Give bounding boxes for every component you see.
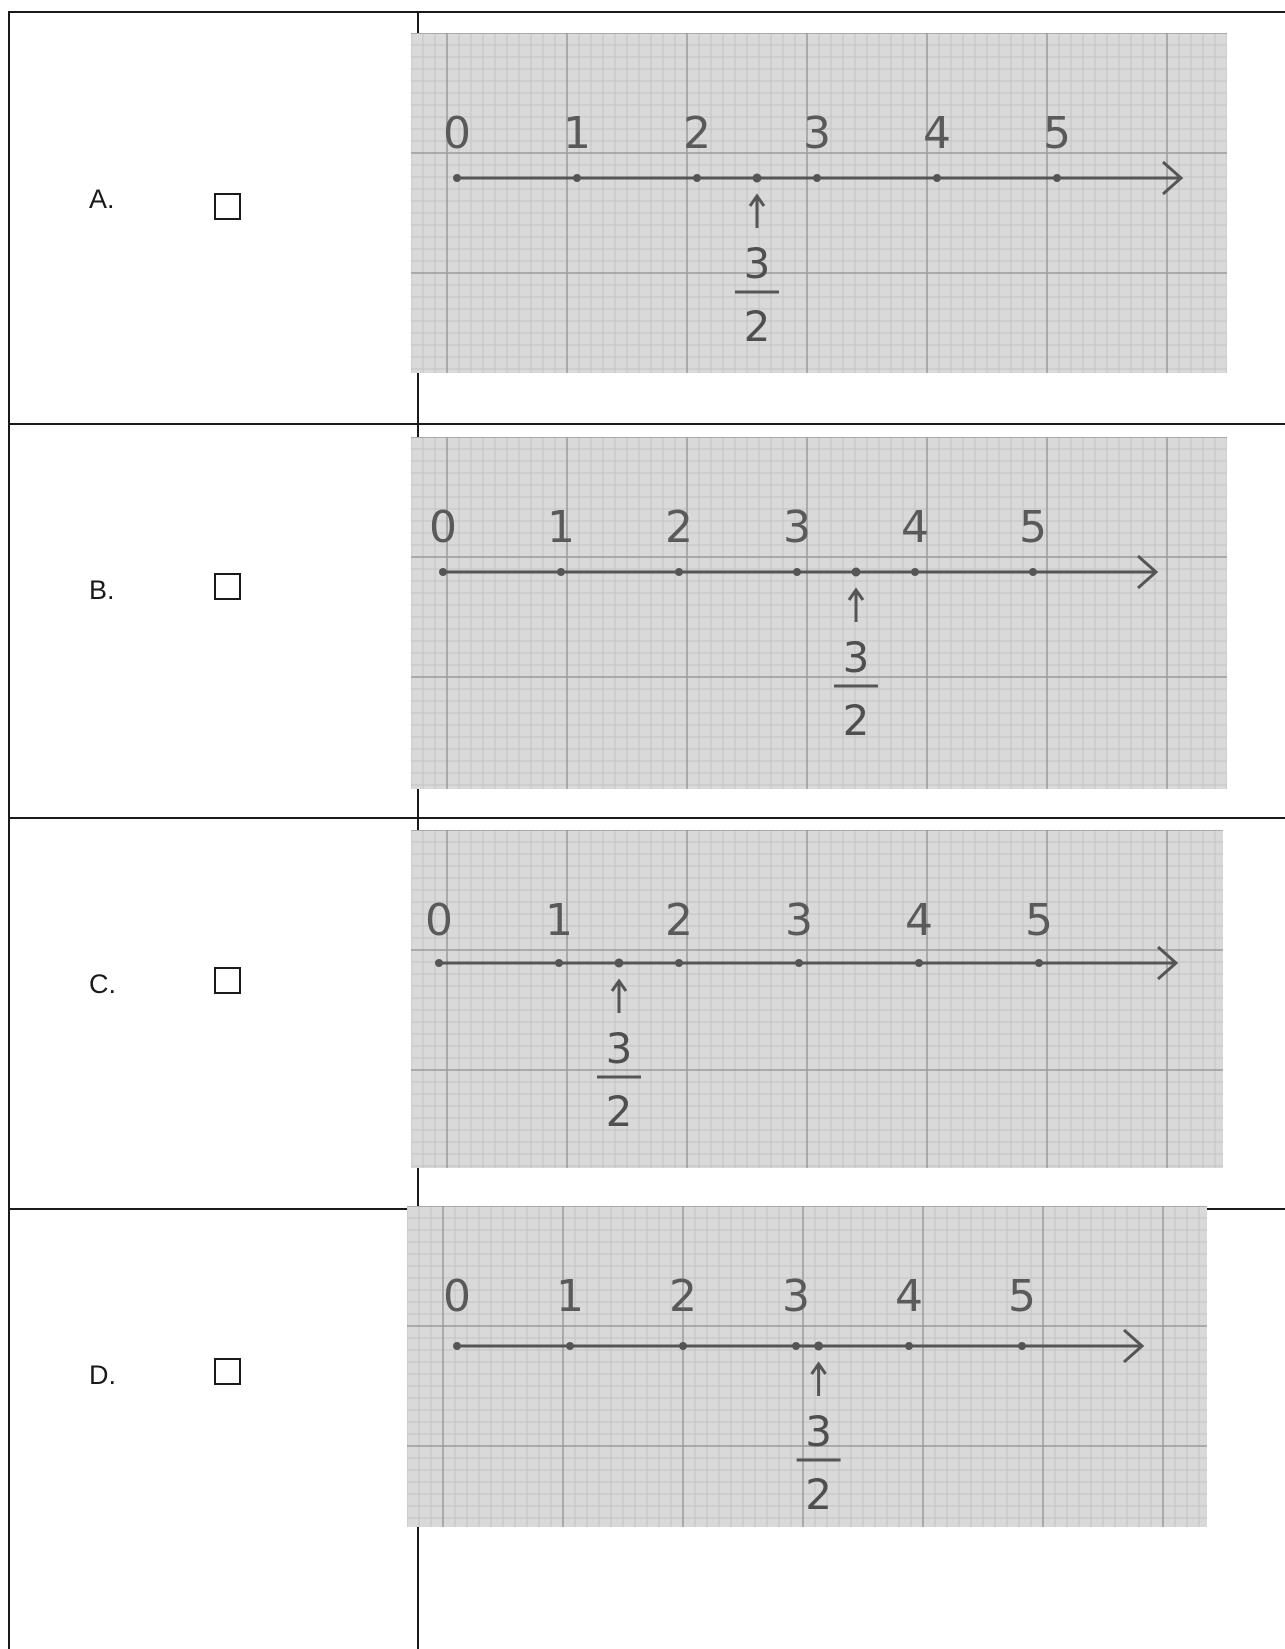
option-b-checkbox[interactable] xyxy=(214,573,241,600)
tick-label: 2 xyxy=(665,895,693,946)
number-line-photo: 0 1 2 3 4 5 3 2 xyxy=(411,830,1223,1168)
tick-label: 2 xyxy=(665,502,693,553)
tick-mark xyxy=(675,568,683,576)
tick-label: 1 xyxy=(545,895,573,946)
tick-mark xyxy=(566,1342,574,1350)
tick-label: 2 xyxy=(669,1271,697,1322)
option-letter: B. xyxy=(89,575,115,605)
tick-mark xyxy=(1035,959,1043,967)
option-label-cell: B. xyxy=(8,425,419,819)
marked-point xyxy=(814,1341,824,1351)
option-a-checkbox[interactable] xyxy=(214,193,241,220)
tick-mark xyxy=(453,174,461,182)
option-c-checkbox[interactable] xyxy=(214,967,241,994)
tick-label: 4 xyxy=(895,1271,923,1322)
tick-mark xyxy=(555,959,563,967)
tick-mark xyxy=(679,1342,687,1350)
tick-mark xyxy=(693,174,701,182)
tick-mark xyxy=(675,959,683,967)
tick-mark xyxy=(557,568,565,576)
tick-label: 4 xyxy=(905,895,933,946)
marked-point xyxy=(851,567,861,577)
number-line-svg: 0 1 2 3 4 5 3 2 xyxy=(407,1206,1207,1527)
tick-label: 5 xyxy=(1043,108,1071,159)
tick-label: 2 xyxy=(683,108,711,159)
tick-mark xyxy=(792,1342,800,1350)
tick-label: 0 xyxy=(429,502,457,553)
number-line-photo: 0 1 2 3 4 5 3 2 xyxy=(407,1206,1207,1527)
number-line-photo: 0 1 2 3 4 5 3 2 xyxy=(411,437,1227,789)
option-letter: D. xyxy=(89,1360,116,1390)
pointer-arrow-icon xyxy=(810,1361,827,1396)
tick-mark xyxy=(793,568,801,576)
axis-arrowhead xyxy=(1162,160,1184,196)
tick-label: 0 xyxy=(443,1271,471,1322)
tick-mark xyxy=(435,959,443,967)
tick-label: 1 xyxy=(556,1271,584,1322)
option-row-b: B. 0 1 2 3 4 5 3 2 xyxy=(8,423,1285,819)
tick-label: 1 xyxy=(547,502,575,553)
fraction-denominator: 2 xyxy=(843,696,870,745)
tick-mark xyxy=(905,1342,913,1350)
fraction-numerator: 3 xyxy=(744,239,771,288)
axis-arrowhead xyxy=(1137,554,1159,590)
option-letter: A. xyxy=(89,184,115,214)
tick-mark xyxy=(1029,568,1037,576)
pointer-arrow-icon xyxy=(610,978,628,1013)
tick-label: 3 xyxy=(803,108,831,159)
tick-label: 4 xyxy=(901,502,929,553)
axis-arrowhead xyxy=(1123,1328,1145,1364)
fraction-numerator: 3 xyxy=(606,1024,633,1073)
tick-mark xyxy=(1018,1342,1026,1350)
tick-label: 3 xyxy=(782,1271,810,1322)
fraction-denominator: 2 xyxy=(606,1087,633,1136)
tick-mark xyxy=(933,174,941,182)
number-line-svg: 0 1 2 3 4 5 3 2 xyxy=(411,437,1227,789)
number-line-svg: 0 1 2 3 4 5 3 2 xyxy=(411,33,1227,373)
option-label-cell: C. xyxy=(8,819,419,1210)
tick-label: 4 xyxy=(923,108,951,159)
fraction-denominator: 2 xyxy=(805,1470,832,1519)
fraction-numerator: 3 xyxy=(805,1407,832,1456)
fraction-denominator: 2 xyxy=(744,302,771,351)
option-label-cell: A. xyxy=(8,13,419,425)
tick-mark xyxy=(915,959,923,967)
fraction-numerator: 3 xyxy=(843,633,870,682)
axis-arrowhead xyxy=(1157,945,1179,981)
option-row-a: A. 0 1 2 3 4 5 3 2 xyxy=(8,11,1285,425)
marked-point xyxy=(752,173,762,183)
tick-label: 0 xyxy=(425,895,453,946)
number-line-photo: 0 1 2 3 4 5 3 2 xyxy=(411,33,1227,373)
tick-mark xyxy=(573,174,581,182)
tick-label: 5 xyxy=(1008,1271,1036,1322)
marked-point xyxy=(614,958,624,968)
pointer-arrow-icon xyxy=(847,587,865,622)
tick-label: 1 xyxy=(563,108,591,159)
tick-mark xyxy=(439,568,447,576)
option-row-d: D. 0 1 2 3 4 5 3 2 xyxy=(8,1206,1285,1649)
number-line-svg: 0 1 2 3 4 5 3 2 xyxy=(411,830,1223,1168)
option-letter: C. xyxy=(89,969,116,999)
tick-label: 5 xyxy=(1025,895,1053,946)
tick-mark xyxy=(911,568,919,576)
option-d-checkbox[interactable] xyxy=(214,1358,241,1385)
tick-label: 5 xyxy=(1019,502,1047,553)
tick-label: 0 xyxy=(443,108,471,159)
tick-mark xyxy=(1053,174,1061,182)
tick-mark xyxy=(813,174,821,182)
option-row-c: C. 0 1 2 3 4 5 3 2 xyxy=(8,817,1285,1210)
option-label-cell: D. xyxy=(8,1210,419,1649)
tick-mark xyxy=(453,1342,461,1350)
pointer-arrow-icon xyxy=(748,193,766,228)
tick-mark xyxy=(795,959,803,967)
tick-label: 3 xyxy=(783,502,811,553)
tick-label: 3 xyxy=(785,895,813,946)
